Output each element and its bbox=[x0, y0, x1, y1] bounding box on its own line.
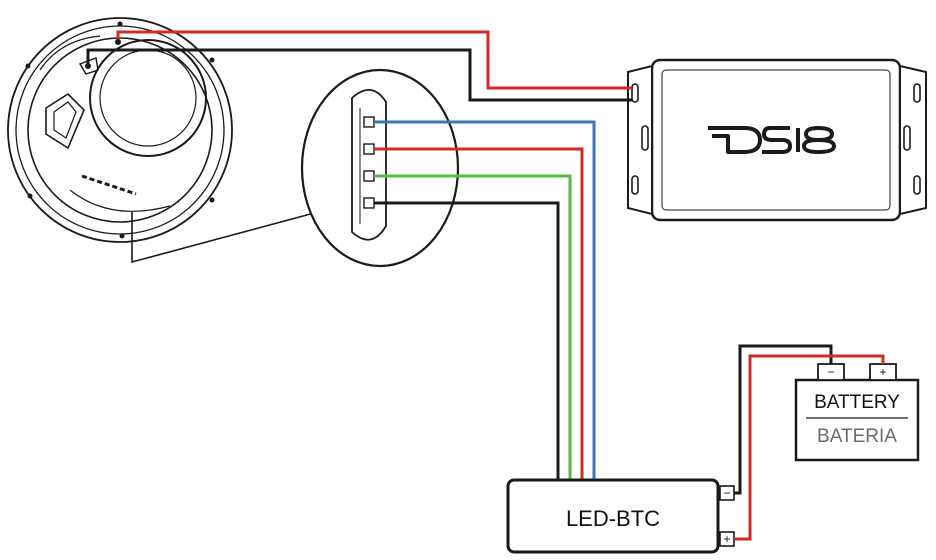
battery-label-es: BATERIA bbox=[817, 426, 897, 447]
battery-negative-symbol: − bbox=[827, 365, 834, 379]
terminal-pin-black bbox=[363, 197, 375, 209]
speaker-frame-arc bbox=[39, 35, 101, 71]
wire-led-black bbox=[374, 201, 560, 482]
led-controller-box bbox=[506, 478, 720, 554]
speaker-tweeter-bracket bbox=[45, 92, 85, 150]
speaker-dust-cap bbox=[99, 49, 197, 147]
speaker-grille-ring bbox=[15, 25, 225, 235]
terminal-pin-red bbox=[363, 143, 375, 155]
battery-body bbox=[794, 378, 920, 462]
speaker-frame-arc bbox=[69, 189, 171, 212]
speaker-cone bbox=[89, 39, 207, 157]
speaker-outer-ring bbox=[7, 17, 233, 243]
speaker-terminal-block bbox=[78, 57, 99, 75]
battery-label-en: BATTERY bbox=[814, 392, 900, 413]
speaker bbox=[7, 17, 233, 243]
battery: − + BATTERY BATERIA bbox=[794, 363, 920, 462]
terminal-pin-blue bbox=[363, 116, 375, 128]
speaker-mount-ring bbox=[27, 37, 213, 223]
wire-battery-negative bbox=[734, 344, 833, 495]
wire-led-green bbox=[374, 174, 572, 482]
led-controller-label: LED-BTC bbox=[566, 506, 660, 531]
amplifier-mount-slots bbox=[631, 83, 921, 195]
wire-speaker-positive bbox=[116, 30, 632, 90]
wire-battery-positive bbox=[734, 354, 885, 541]
battery-positive-symbol: + bbox=[879, 365, 886, 379]
speaker-screw-holes bbox=[25, 21, 215, 239]
amplifier-panel bbox=[661, 69, 891, 211]
led-controller: LED-BTC − + bbox=[506, 478, 735, 554]
speaker-tweeter-bracket-inner bbox=[53, 101, 77, 139]
speaker-positive-terminal bbox=[115, 39, 121, 45]
speaker-negative-terminal bbox=[85, 63, 91, 69]
terminal-housing bbox=[351, 89, 387, 241]
terminal-pin-green bbox=[363, 170, 375, 182]
ds18-logo bbox=[708, 126, 836, 154]
speaker-led-strip bbox=[81, 174, 137, 196]
amplifier bbox=[627, 58, 927, 222]
wire-speaker-negative bbox=[86, 48, 632, 102]
terminal-zoom-callout bbox=[300, 68, 460, 268]
controller-negative-symbol: − bbox=[723, 486, 730, 500]
wire-led-blue bbox=[374, 120, 596, 482]
zoom-callout-leader bbox=[131, 211, 319, 264]
controller-positive-symbol: + bbox=[723, 532, 730, 546]
wire-led-red bbox=[374, 147, 584, 482]
